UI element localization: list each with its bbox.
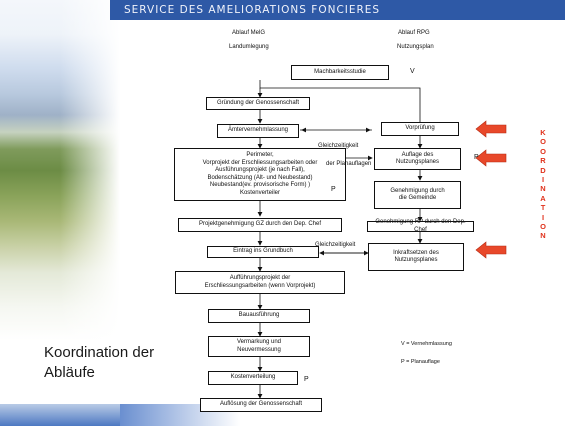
box-kostenverteilung: Kostenverteilung xyxy=(208,371,298,385)
box-eintrag-grundbuch: Eintrag ins Grundbuch xyxy=(207,246,319,258)
legend-v: V = Vernehmlassung xyxy=(401,341,452,347)
slide-caption: Koordination der Abläufe xyxy=(44,343,154,383)
box-perimeter: Perimeter, Vorprojekt der Erschliessungs… xyxy=(174,148,346,201)
box-projektgenehmigung: Projektgenehmigung GZ durch den Dep. Che… xyxy=(178,218,342,232)
box-genehmigung-gemeinde: Genehmigung durch die Gemeinde xyxy=(374,181,461,209)
box-vermarkung: Vermarkung und Neuvermessung xyxy=(208,336,310,357)
caption-line-2: Abläufe xyxy=(44,364,95,381)
bottom-accent-band xyxy=(0,404,120,426)
box-inkraftsetzen: Inkraftsetzen des Nutzungsplanes xyxy=(368,243,464,271)
box-auflage: Auflage des Nutzungsplanes xyxy=(374,148,461,170)
box-aufloesung: Auflösung der Genossenschaft xyxy=(200,398,322,412)
header-bar: SERVICE DES AMELIORATIONS FONCIERES xyxy=(110,0,565,20)
marker-p-perimeter: P xyxy=(331,186,336,193)
header-title: SERVICE DES AMELIORATIONS FONCIERES xyxy=(124,4,381,16)
box-bauausfuehrung: Bauausführung xyxy=(208,309,310,323)
right-column-head: Ablauf RPG xyxy=(398,30,430,36)
box-vorpruefung: Vorprüfung xyxy=(381,122,459,136)
left-column-sub: Landumlegung xyxy=(229,44,269,50)
aerial-landscape-photo xyxy=(0,0,120,426)
box-aemtervernehmlassung: Ämtervernehmlassung xyxy=(217,124,299,138)
marker-p-auflage: P xyxy=(474,154,479,161)
box-ausfuehrungsprojekt: Aufführungsprojekt der Erschliessungsarb… xyxy=(175,271,345,294)
box-gruendung: Gründung der Genossenschaft xyxy=(206,97,310,110)
box-genehmigung-rp: Genehmigung RP durch den Dep. Chef xyxy=(367,219,474,233)
legend-p: P = Planauflage xyxy=(401,359,440,365)
caption-line-1: Koordination der xyxy=(44,344,155,361)
label-gleichzeitigkeit-2: Gleichzeitigkeit xyxy=(315,242,356,248)
right-column-sub: Nutzungsplan xyxy=(397,44,434,50)
label-gleichzeitigkeit-1a: Gleichzeitigkeit xyxy=(318,143,359,149)
box-machbarkeitsstudie: Machbarkeitsstudie xyxy=(291,65,389,80)
label-gleichzeitigkeit-1b: der Planauflagen xyxy=(326,161,372,167)
marker-p-kosten: P xyxy=(304,376,309,383)
left-column-head: Ablauf MelG xyxy=(232,30,266,36)
marker-v: V xyxy=(410,68,415,75)
